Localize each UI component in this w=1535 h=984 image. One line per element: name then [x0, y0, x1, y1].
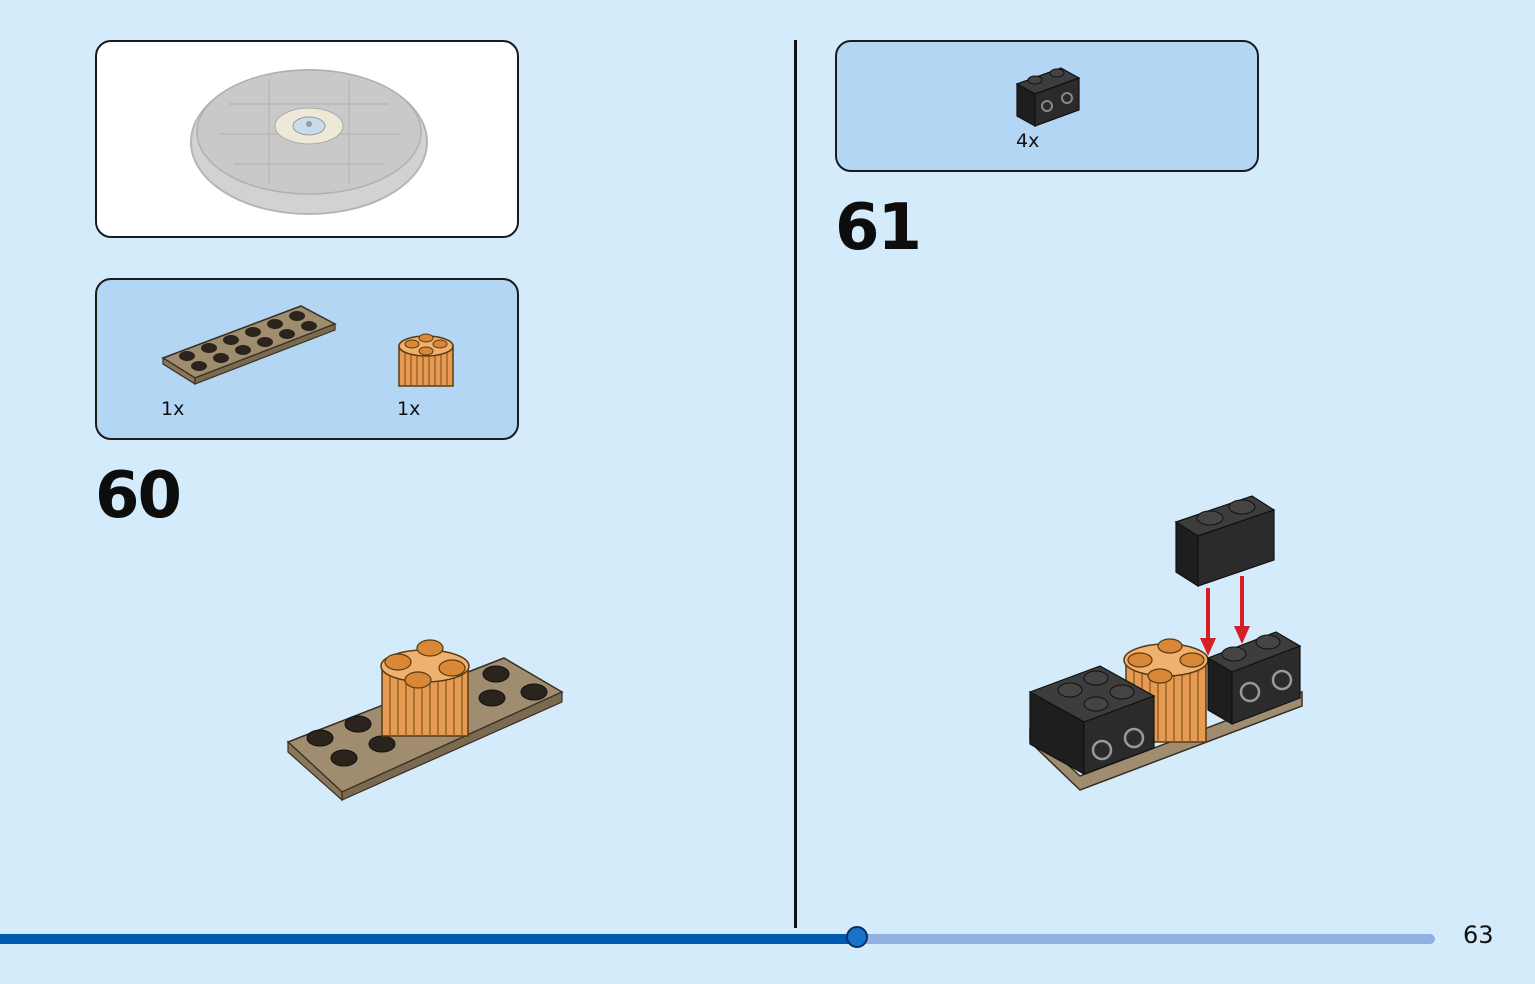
page-divider — [794, 40, 797, 928]
qty-black-brick: 4x — [1016, 130, 1040, 152]
baseplate-context-image — [190, 69, 428, 215]
orange-round-brick-icon — [398, 333, 454, 387]
qty-tan-plate: 1x — [161, 398, 185, 420]
tan-plate-icon — [161, 305, 337, 386]
step-number-61: 61 — [835, 191, 922, 265]
parts-box-step-61: 4x — [835, 40, 1259, 172]
page-number: 63 — [1463, 921, 1494, 949]
black-brick-side-studs-icon — [1015, 67, 1081, 128]
step-60-assembly-image — [286, 639, 564, 802]
progress-fill — [0, 934, 857, 944]
parts-box-step-60: 1x 1x — [95, 278, 519, 440]
step-61-assembly-image — [1028, 495, 1303, 791]
step-number-60: 60 — [95, 459, 182, 533]
context-image-box — [95, 40, 519, 238]
progress-marker — [846, 926, 868, 948]
qty-orange-round-brick: 1x — [397, 398, 421, 420]
